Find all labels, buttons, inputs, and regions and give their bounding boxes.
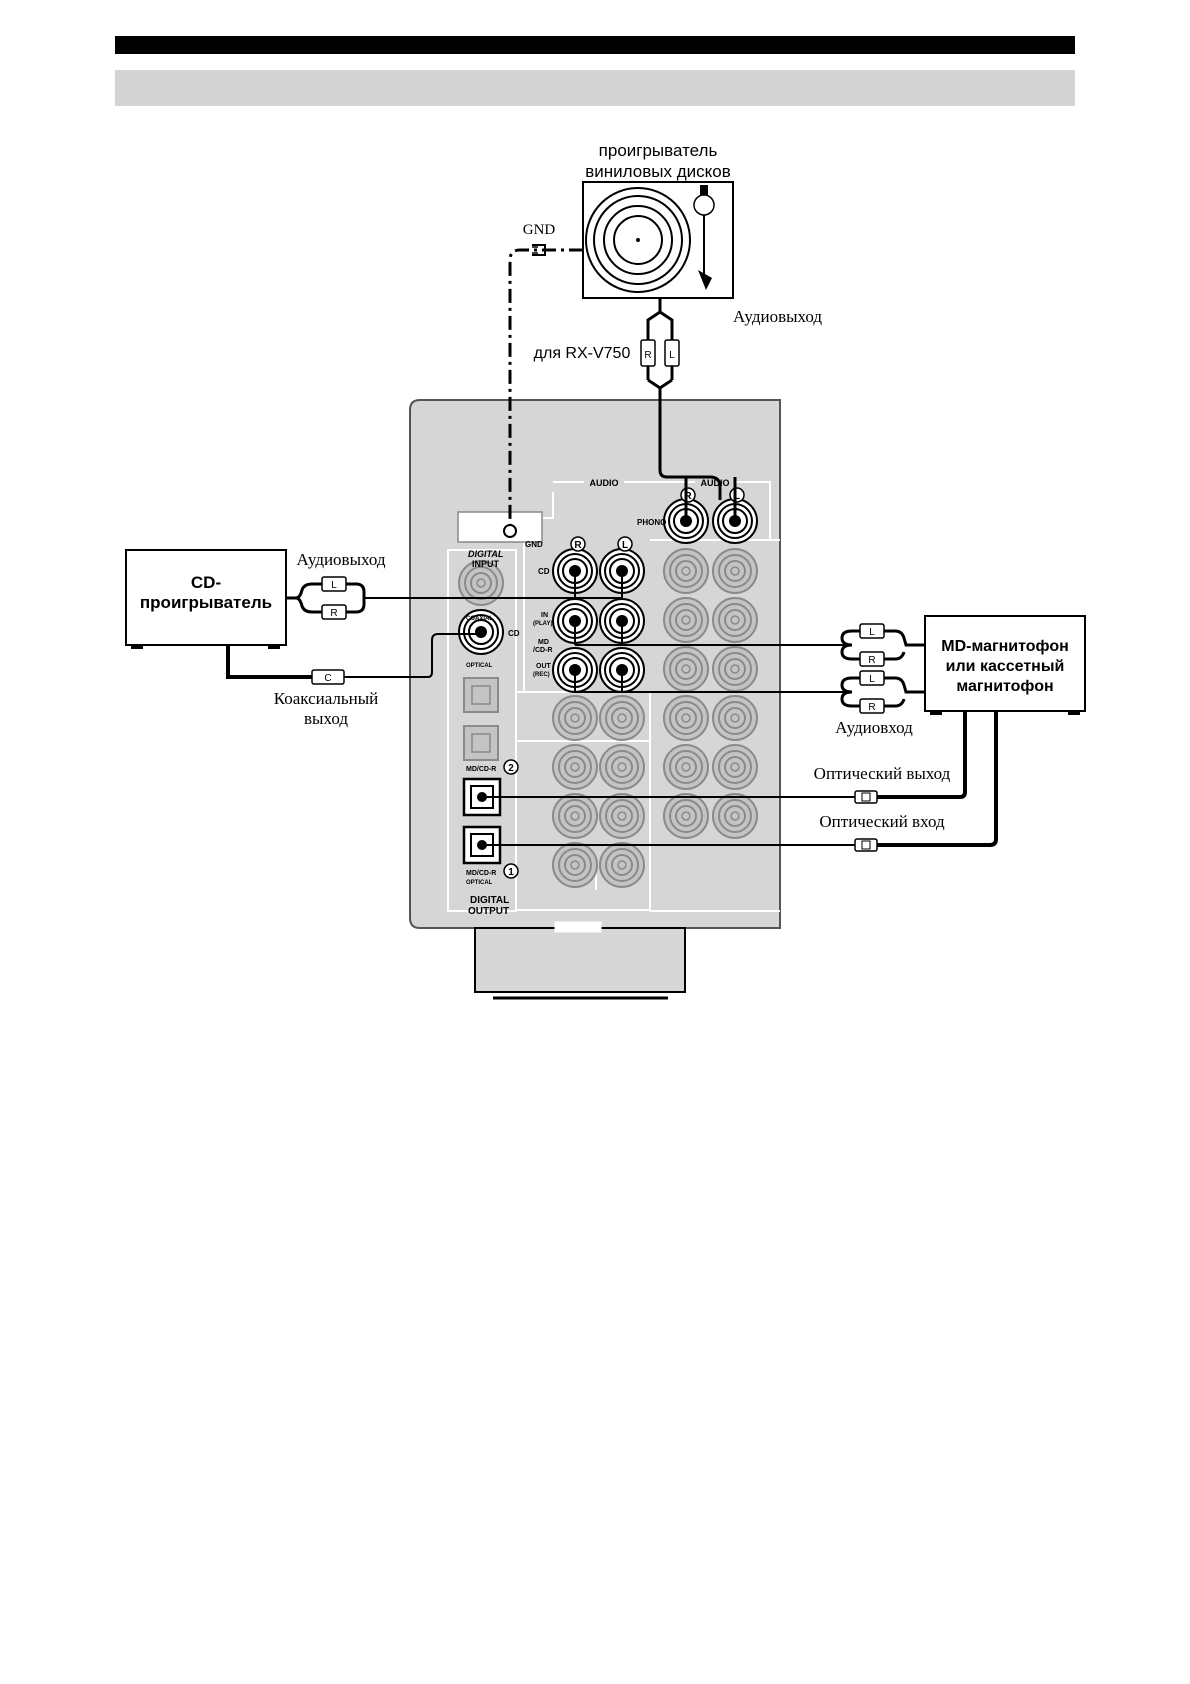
- in-play-label-2: (PLAY): [533, 621, 552, 627]
- optical-out-cable: [482, 711, 967, 804]
- optical-input-label: OPTICAL: [466, 663, 493, 669]
- turntable-title-2: виниловых дисков: [585, 162, 730, 181]
- md-cdr-2-label: MD/CD-R: [466, 766, 496, 773]
- section-gray-bar: [115, 70, 1075, 106]
- out-rec-label-1: OUT: [536, 663, 552, 670]
- cd-player-title-2: проигрыватель: [140, 593, 272, 612]
- md-deck-device: [924, 615, 1086, 715]
- number-2-marker: 2: [508, 763, 514, 774]
- phono-l-marker: L: [734, 491, 740, 502]
- cd-l-marker: L: [622, 540, 628, 551]
- plug-l-turntable: L: [669, 350, 675, 361]
- header-black-bar: [115, 36, 1075, 54]
- cd-player-title-1: CD-: [191, 573, 221, 592]
- plug-c-coax: C: [324, 673, 331, 684]
- optical-in-cable: [482, 711, 998, 852]
- audio-label-right: AUDIO: [701, 478, 730, 488]
- turntable-title-1: проигрыватель: [599, 141, 718, 160]
- cd-player-device: [125, 549, 287, 649]
- gnd-label: GND: [523, 222, 556, 238]
- md-cdr-1-label: MD/CD-R: [466, 870, 496, 877]
- plug-r-turntable: R: [644, 350, 651, 361]
- plug-r-md-play: R: [868, 655, 875, 666]
- cd-row-label: CD: [538, 567, 550, 576]
- md-deck-title-3: магнитофон: [956, 678, 1053, 695]
- optical-out-label: Оптический выход: [814, 764, 951, 783]
- coax-out-label-2: выход: [304, 709, 348, 728]
- gnd-cable: [508, 244, 583, 525]
- md-deck-title-1: MD-магнитофон: [941, 638, 1069, 655]
- cd-audio-cable: L R: [286, 571, 623, 620]
- number-1-marker: 1: [508, 867, 514, 878]
- cd-r-marker: R: [574, 540, 582, 551]
- plug-l-md-rec: L: [869, 674, 875, 685]
- plug-r-md-rec: R: [868, 702, 875, 713]
- md-label-2: /CD-R: [533, 647, 552, 654]
- model-note: для RX-V750: [534, 345, 631, 362]
- audio-label-left: AUDIO: [590, 478, 619, 488]
- md-audio-in-label: Аудиовход: [835, 718, 913, 737]
- coaxial-label: COAXIAL: [466, 616, 493, 622]
- coax-out-label-1: Коаксиальный: [274, 689, 379, 708]
- turntable-device: [582, 181, 734, 299]
- md-play-cable: L R: [574, 621, 925, 667]
- panel-gnd-label: GND: [525, 540, 543, 549]
- plug-l-md-play: L: [869, 627, 875, 638]
- digital-output-label-2: OUTPUT: [468, 906, 509, 917]
- cd-coaxial-cable: C: [226, 633, 481, 685]
- md-label-1: MD: [538, 639, 549, 646]
- phono-r-marker: R: [684, 491, 692, 502]
- turntable-audio-cable: R L: [640, 298, 737, 521]
- optical-in-label: Оптический вход: [819, 812, 945, 831]
- plug-l-cd: L: [331, 580, 337, 591]
- out-rec-label-2: (REC): [533, 672, 550, 678]
- plug-r-cd: R: [330, 608, 337, 619]
- optical-output-label: OPTICAL: [466, 880, 493, 886]
- in-play-label-1: IN: [541, 612, 548, 619]
- digital-input-label-2: INPUT: [472, 559, 500, 569]
- unused-jacks: [458, 548, 758, 888]
- turntable-audio-out-label: Аудиовыход: [733, 307, 822, 326]
- phono-label: PHONO: [637, 518, 666, 527]
- coax-cd-label: CD: [508, 629, 520, 638]
- cd-audio-out-label: Аудиовыход: [296, 550, 385, 569]
- digital-input-label-1: DIGITAL: [468, 549, 503, 559]
- digital-output-label-1: DIGITAL: [470, 895, 509, 906]
- md-deck-title-2: или кассетный: [946, 658, 1065, 675]
- md-rec-cable: L R: [574, 670, 925, 714]
